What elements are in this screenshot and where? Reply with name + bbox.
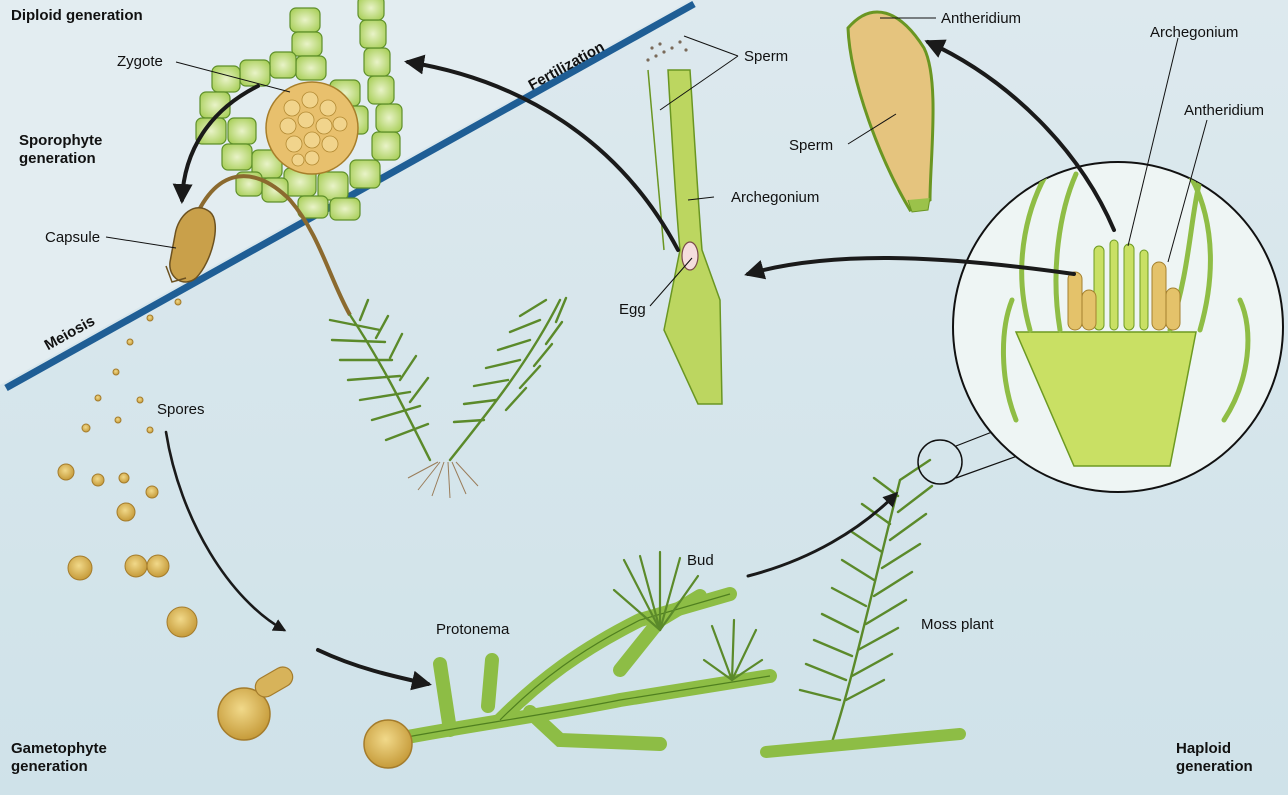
heading-sporophyte-line2: generation — [19, 150, 102, 168]
label-moss-plant: Moss plant — [921, 617, 994, 632]
label-bud: Bud — [687, 553, 714, 568]
protonema-spore — [364, 720, 412, 768]
magnified-view — [953, 160, 1283, 492]
heading-gametophyte-line2: generation — [11, 758, 107, 776]
heading-sporophyte-generation: Sporophyte generation — [19, 132, 102, 169]
heading-diploid-generation: Diploid generation — [11, 7, 143, 25]
label-antheridium-right: Antheridium — [1184, 103, 1264, 118]
label-zygote: Zygote — [117, 54, 163, 69]
label-protonema: Protonema — [436, 622, 509, 637]
heading-sporophyte-line1: Sporophyte — [19, 132, 102, 150]
label-spores: Spores — [157, 402, 205, 417]
heading-haploid-line1: Haploid — [1176, 740, 1253, 758]
label-antheridium-top: Antheridium — [941, 11, 1021, 26]
label-capsule: Capsule — [45, 230, 100, 245]
label-sperm-inside: Sperm — [789, 138, 833, 153]
label-sperm-top: Sperm — [744, 49, 788, 64]
heading-gametophyte-line1: Gametophyte — [11, 740, 107, 758]
heading-haploid-generation: Haploid generation — [1176, 740, 1253, 777]
label-archegonium-right: Archegonium — [1150, 25, 1238, 40]
label-archegonium-mid: Archegonium — [731, 190, 819, 205]
label-egg: Egg — [619, 302, 646, 317]
heading-haploid-line2: generation — [1176, 758, 1253, 776]
heading-gametophyte-generation: Gametophyte generation — [11, 740, 107, 777]
